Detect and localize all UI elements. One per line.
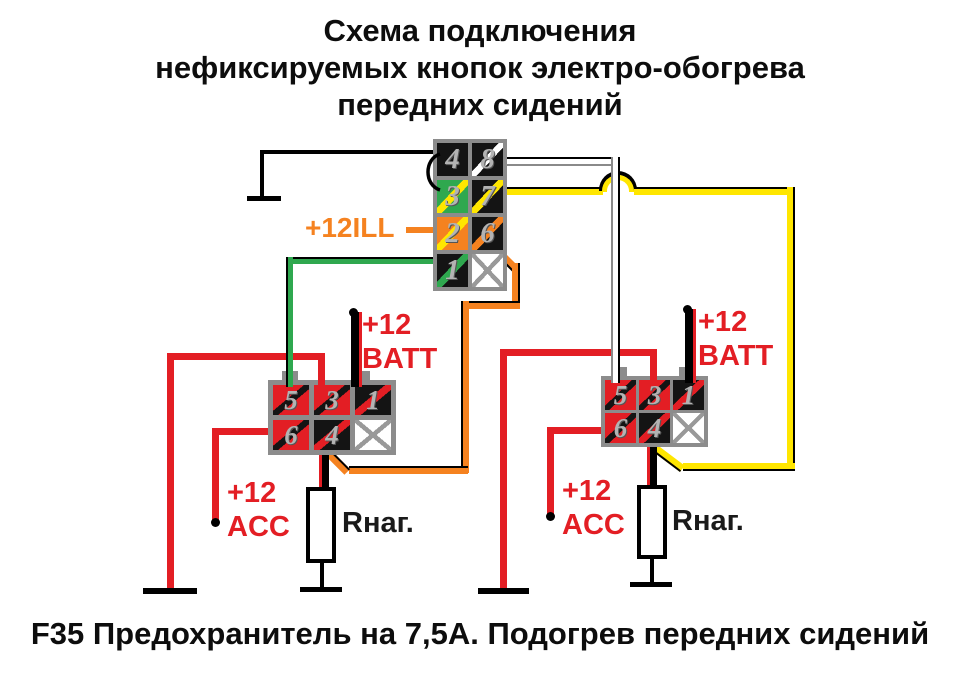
top-connector-pin-empty [472,254,503,287]
right-connector-pin-5: 5 [605,380,636,410]
right-acc-label-line2: ACC [562,509,625,541]
yellow-wire-top-right-segment [634,187,795,195]
top-connector-pin-6: 6 [472,217,503,250]
yellow-wire-top-left-segment [507,187,603,195]
top-connector-pin-8: 8 [472,143,503,176]
right-connector-pin-3: 3 [639,380,670,410]
top-connector-pin-7: 7 [472,180,503,213]
right-batt-label-line2: BATT [698,340,774,372]
left-connector-pin-4: 4 [314,420,350,450]
right-pin4-to-resistor-wire [647,443,657,487]
yellow-wire-bottom-horizontal [683,463,795,471]
right-acc-wire-horizontal [547,427,603,434]
white-wire-horizontal [507,157,616,166]
left-acc-wire-vertical [212,428,219,523]
left-load-resistor [306,487,336,563]
left-connector-pin-5: 5 [273,385,309,415]
left-acc-wire-horizontal [212,428,270,435]
top-connector-pin-4: 4 [437,143,468,176]
left-red-bus-drop-pin3 [318,353,325,386]
title-line-1: Схема подключения [323,13,637,48]
green-wire-horizontal [288,257,434,264]
green-wire-vertical [286,257,293,387]
top-connector-pin-3: 3 [437,180,468,213]
left-acc-label: +12 ACC [227,476,290,544]
right-resistor-ground-wire [650,557,654,584]
right-connector-pin-1: 1 [673,380,704,410]
top-connector: 4 8 3 7 2 6 1 [433,139,507,291]
orange-wire-vertical-1 [512,263,520,308]
left-batt-wire-end-cap [349,308,358,317]
illumination-wire [406,227,437,233]
left-connector-pin-6: 6 [273,420,309,450]
left-acc-label-line1: +12 [227,477,277,509]
right-red-bus-vertical [500,349,507,589]
right-red-bus-horizontal [500,349,657,356]
left-batt-label-line2: BATT [362,343,438,375]
right-connector-pin-empty [673,413,704,443]
orange-wire-vertical-2 [461,301,469,473]
left-connector-pin-empty [355,420,391,450]
left-acc-label-line2: ACC [227,511,290,543]
illumination-label: +12ILL [305,212,395,243]
orange-wire-horizontal-2 [349,466,468,474]
left-resistor-ground-wire [320,561,324,589]
ground-wire-horizontal [262,150,437,154]
left-button-connector: 5 3 1 6 4 [268,371,396,455]
right-acc-wire-vertical [547,427,554,517]
top-connector-pin-1: 1 [437,254,468,287]
left-batt-label: +12 BATT [362,308,437,376]
right-button-connector: 5 3 1 6 4 [601,367,708,447]
left-load-resistor-label: Rнаг. [342,507,414,539]
right-batt-wire [685,309,696,383]
right-acc-label-line1: +12 [562,475,612,507]
right-load-resistor [637,485,667,559]
left-red-bus-vertical [167,353,174,589]
orange-wire-horizontal-1 [461,301,520,309]
diagram-title: Схема подключения нефиксируемых кнопок э… [0,12,960,123]
right-batt-label-line1: +12 [698,306,748,338]
right-red-bus-drop-pin3 [650,349,657,381]
ground-symbol [247,196,281,201]
left-fuse-terminal-bar [143,588,197,594]
top-connector-pin-2: 2 [437,217,468,250]
right-connector-pin-6: 6 [605,413,636,443]
left-pin4-to-resistor-wire [319,450,329,489]
right-acc-label: +12 ACC [562,474,625,542]
right-batt-label: +12 BATT [698,305,773,373]
right-batt-wire-end-cap [683,305,692,314]
left-connector-pin-1: 1 [355,385,391,415]
right-acc-wire-end-cap [546,512,555,521]
left-batt-wire [351,312,362,387]
left-batt-label-line1: +12 [362,309,412,341]
right-connector-pin-4: 4 [639,413,670,443]
title-line-3: передних сидений [337,87,623,122]
left-red-bus-horizontal [167,353,325,360]
ground-wire-vertical [260,150,264,198]
fuse-caption: F35 Предохранитель на 7,5А. Подогрев пер… [30,616,930,651]
left-connector-pin-3: 3 [314,385,350,415]
white-wire-vertical [611,157,620,383]
left-connector-notch-pin1 [354,371,370,380]
left-acc-wire-end-cap [211,518,220,527]
title-line-2: нефиксируемых кнопок электро-обогрева [155,50,805,85]
pin4-pin3-jumper-bracket [426,152,441,192]
yellow-wire-right-vertical [787,187,795,471]
left-resistor-ground-bar [300,587,342,592]
right-resistor-ground-bar [630,582,672,587]
right-load-resistor-label: Rнаг. [672,505,744,537]
right-fuse-terminal-bar [478,588,529,594]
